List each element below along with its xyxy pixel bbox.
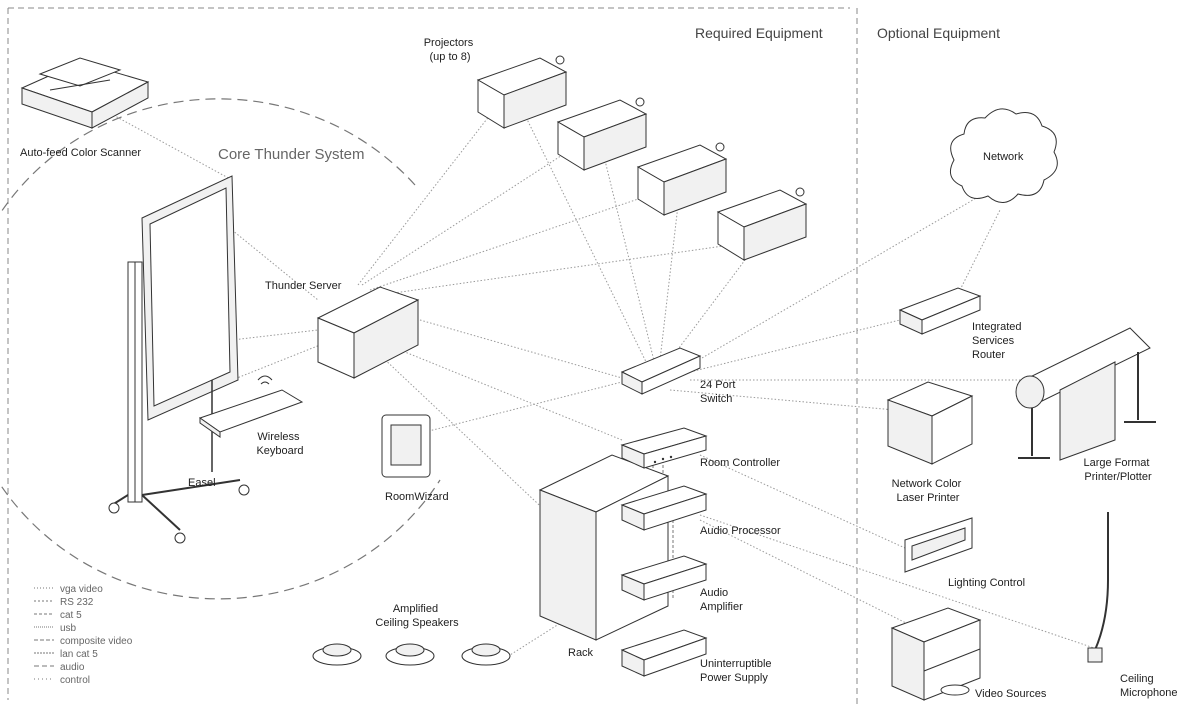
laser-printer-icon (888, 382, 972, 464)
legend-item: cat 5 (60, 610, 82, 621)
plotter-icon (1016, 328, 1156, 460)
lighting-control-icon (905, 518, 972, 572)
rack-icon (540, 455, 668, 640)
projectors (478, 56, 806, 260)
audio-processor-label: Audio Processor (700, 525, 781, 537)
laser-printer-label: Network Color Laser Printer (892, 478, 965, 504)
plotter-label: Large Format Printer/Plotter (1083, 457, 1152, 483)
switch-icon (622, 348, 700, 394)
lighting-control-label: Lighting Control (948, 577, 1025, 589)
ups-label: Uninterruptible Power Supply (700, 658, 775, 684)
room-controller-label: Room Controller (700, 457, 780, 469)
microphones-label: Ceiling Microphones (1120, 673, 1177, 699)
scanner-label: Auto-feed Color Scanner (20, 147, 141, 159)
switch-label: 24 Port Switch (700, 379, 739, 405)
legend-item: control (60, 675, 90, 686)
router-icon (900, 288, 980, 334)
easel-label: Easel (188, 477, 216, 489)
legend-item: RS 232 (60, 597, 94, 608)
wireless-keyboard-label: Wireless Keyboard (256, 431, 303, 457)
core-system-label: Core Thunder System (218, 146, 364, 163)
video-sources-label: Video Sources (975, 688, 1047, 700)
roomwizard-icon (382, 415, 430, 477)
projector-1 (478, 56, 566, 128)
ceiling-speakers-icon (313, 644, 510, 665)
room-controller-icon (622, 428, 706, 468)
legend-item: composite video (60, 636, 133, 647)
required-equipment-header: Required Equipment (695, 25, 823, 41)
thunder-server-icon (318, 287, 418, 378)
router-label: Integrated Services Router (972, 321, 1025, 361)
ups-icon (622, 630, 706, 676)
easel-whiteboard-icon (109, 176, 249, 543)
legend-item: audio (60, 662, 85, 673)
projector-4 (718, 188, 806, 260)
network-label: Network (983, 151, 1024, 163)
video-sources-icon (892, 608, 980, 700)
scanner-icon (22, 58, 148, 128)
projector-3 (638, 143, 726, 215)
legend-item: usb (60, 623, 77, 634)
microphone-icon (1088, 512, 1108, 662)
legend-item: lan cat 5 (60, 649, 98, 660)
audio-amplifier-label: Audio Amplifier (700, 587, 743, 613)
speakers-label: Amplified Ceiling Speakers (375, 603, 459, 629)
rack-label: Rack (568, 647, 594, 659)
legend-item: vga video (60, 584, 103, 595)
optional-equipment-header: Optional Equipment (877, 25, 1000, 41)
legend: vga video RS 232 cat 5 usb composite vid… (34, 584, 133, 686)
projector-2 (558, 98, 646, 170)
projectors-label: Projectors (up to 8) (424, 37, 477, 63)
roomwizard-label: RoomWizard (385, 491, 449, 503)
thunder-server-label: Thunder Server (265, 280, 342, 292)
